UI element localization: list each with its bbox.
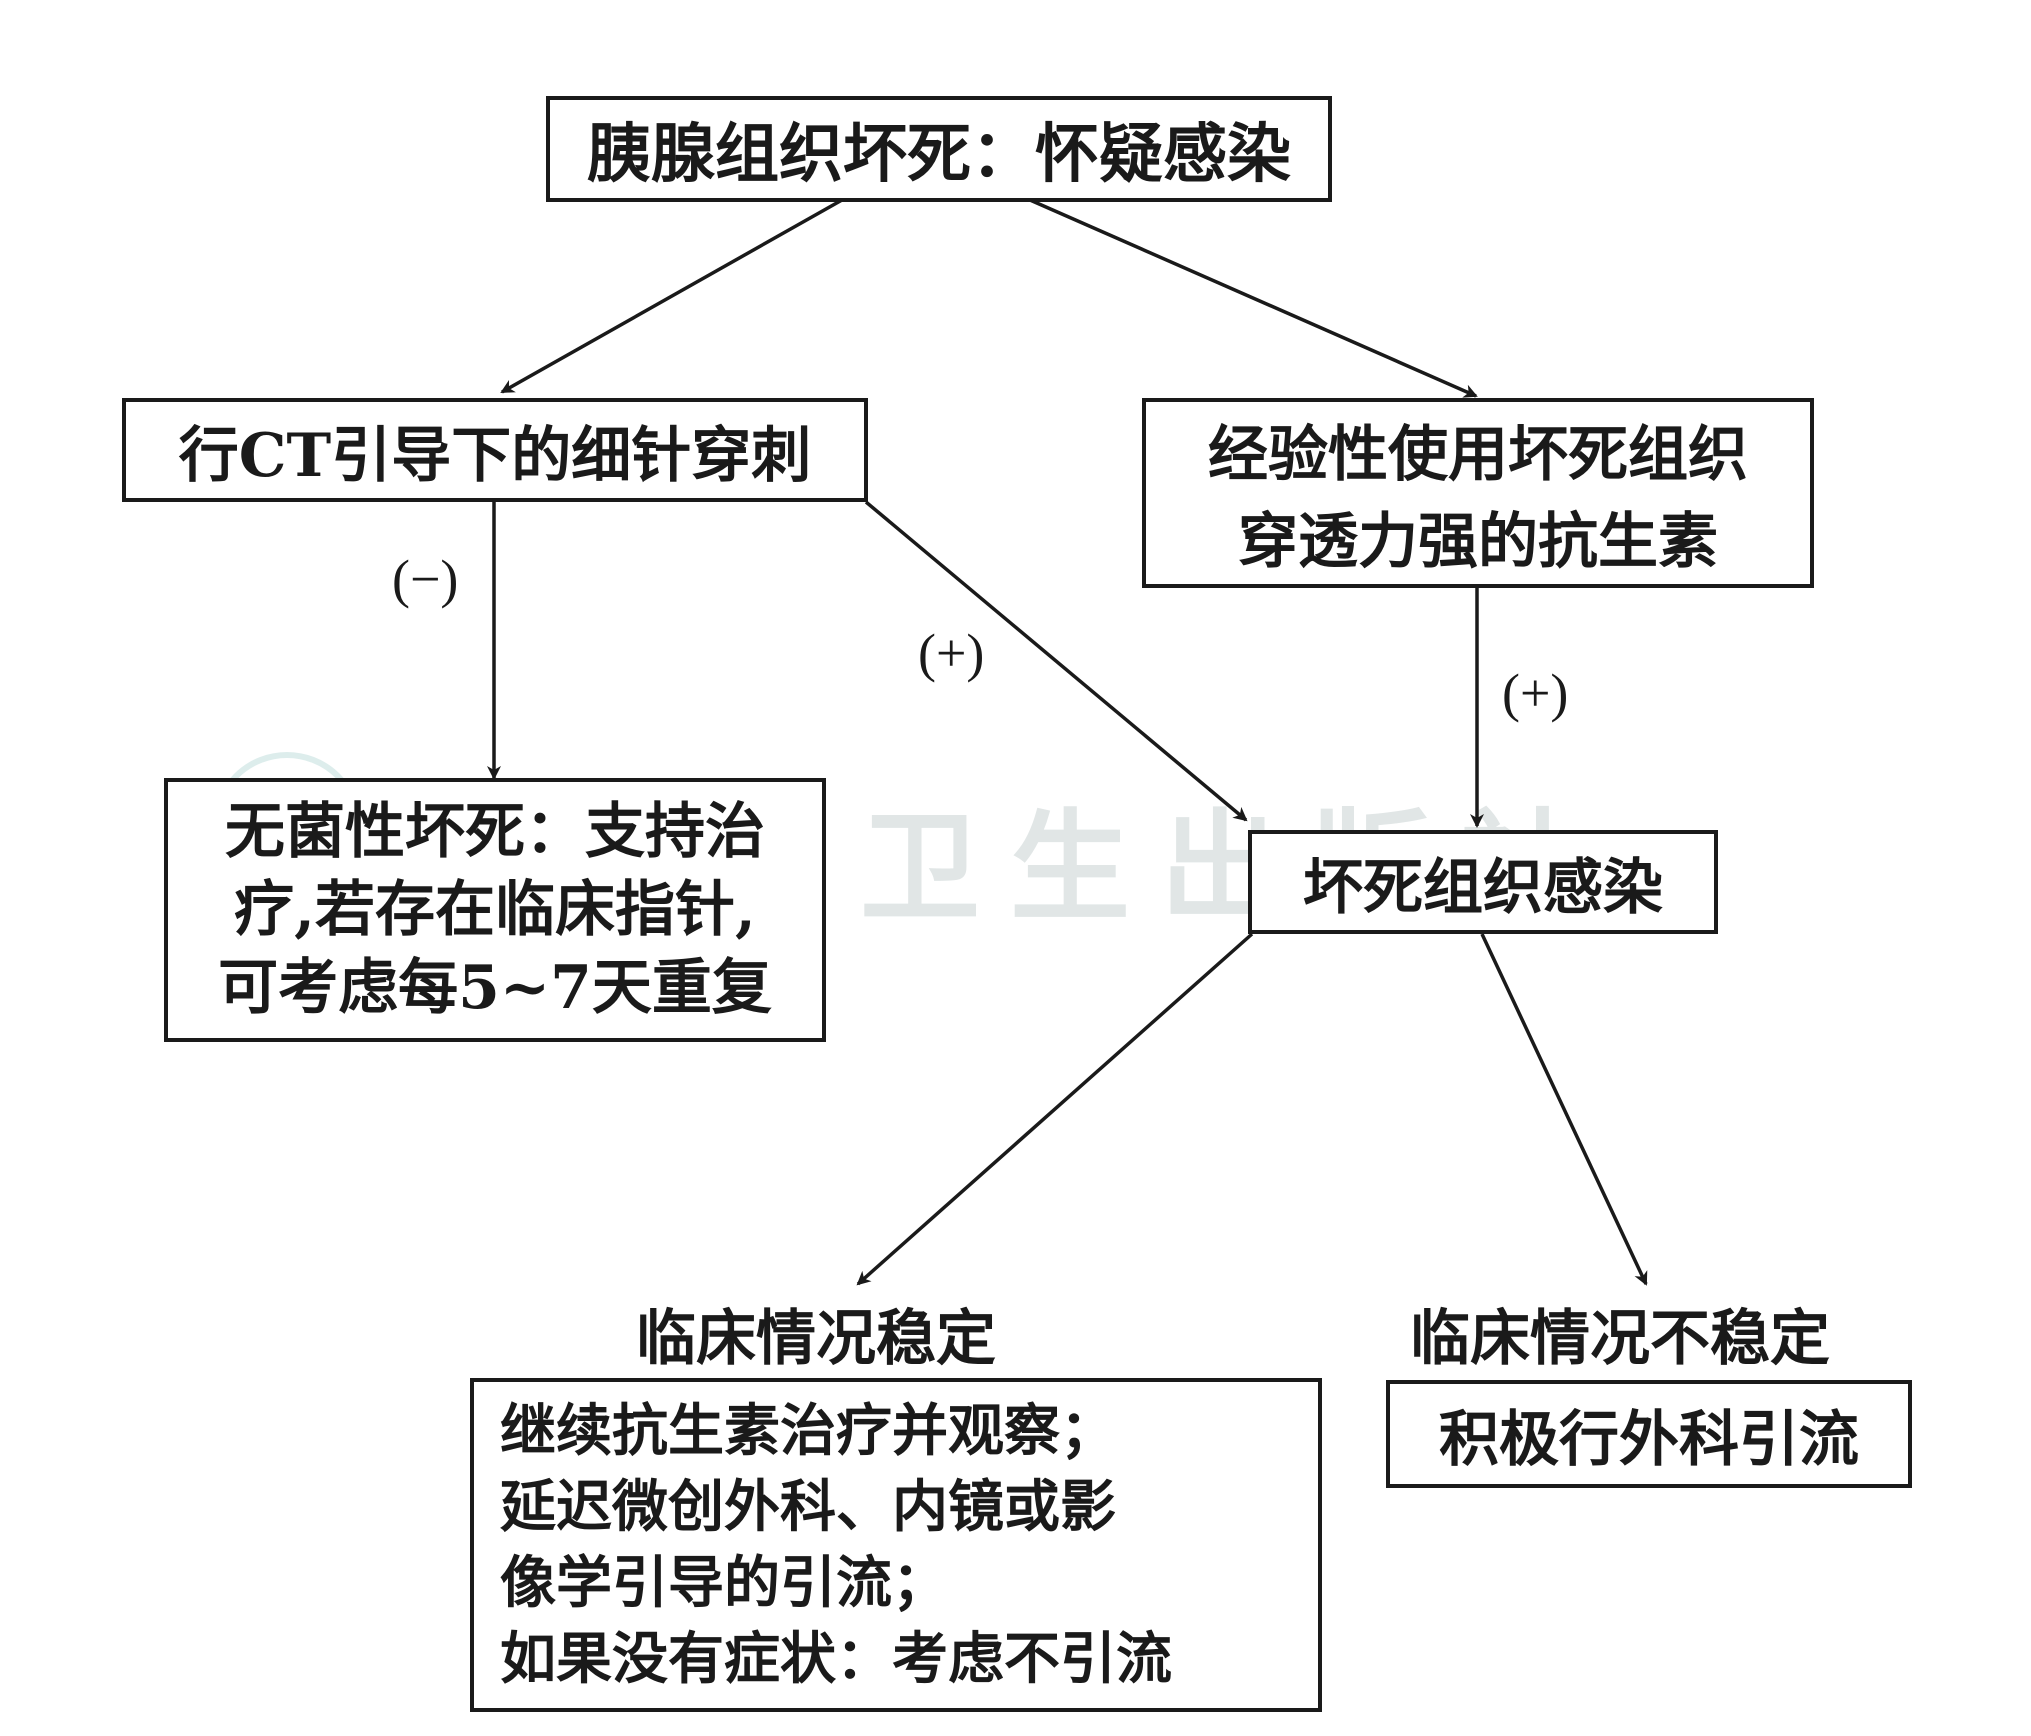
node-empiric-antibiotics-line-1: 经验性使用坏死组织 — [1208, 420, 1748, 490]
arrow-to-stable — [856, 932, 1254, 1286]
edge-label-positive-left: (+) — [918, 623, 985, 683]
node-ct-fna: 行CT引导下的细针穿刺 — [122, 398, 868, 502]
node-stable-plan-line-3: 像学引导的引流； — [500, 1550, 948, 1616]
node-stable-plan-line-1: 继续抗生素治疗并观察； — [500, 1398, 1116, 1464]
node-empiric-antibiotics-line-2: 穿透力强的抗生素 — [1238, 507, 1718, 577]
node-sterile-necrosis-line-3: 可考虑每5~7天重复 — [218, 953, 772, 1023]
node-empiric-antibiotics: 经验性使用坏死组织 穿透力强的抗生素 — [1142, 398, 1814, 588]
node-stable-plan: 继续抗生素治疗并观察； 延迟微创外科、内镜或影 像学引导的引流； 如果没有症状：… — [470, 1378, 1322, 1712]
edge-label-positive-right: (+) — [1502, 663, 1569, 723]
edge-label-negative: (−) — [392, 549, 459, 609]
node-suspected-infection: 胰腺组织坏死：怀疑感染 — [546, 96, 1332, 202]
node-sterile-necrosis-line-2: 疗,若存在临床指针, — [234, 875, 756, 945]
arrow-to-unstable — [1480, 933, 1648, 1286]
node-infected-necrosis-text: 坏死组织感染 — [1303, 852, 1663, 923]
arrow-to-infected-necrosis-from-fna — [864, 500, 1248, 822]
node-suspected-infection-text: 胰腺组织坏死：怀疑感染 — [587, 117, 1291, 192]
node-unstable-plan-text: 积极行外科引流 — [1439, 1404, 1859, 1475]
node-sterile-necrosis-line-1: 无菌性坏死：支持治 — [225, 797, 765, 867]
node-sterile-necrosis: 无菌性坏死：支持治 疗,若存在临床指针, 可考虑每5~7天重复 — [164, 778, 826, 1042]
node-unstable-plan: 积极行外科引流 — [1386, 1380, 1912, 1488]
node-infected-necrosis: 坏死组织感染 — [1248, 830, 1718, 934]
arrow-to-ct-fna — [500, 198, 843, 394]
node-stable-plan-line-2: 延迟微创外科、内镜或影 — [500, 1474, 1116, 1540]
arrow-to-empiric-antibiotics — [1029, 198, 1478, 398]
label-clinically-stable: 临床情况稳定 — [636, 1304, 996, 1374]
node-stable-plan-line-4: 如果没有症状：考虑不引流 — [500, 1626, 1172, 1692]
node-ct-fna-text: 行CT引导下的细针穿刺 — [178, 420, 812, 491]
label-clinically-unstable: 临床情况不稳定 — [1410, 1304, 1830, 1374]
